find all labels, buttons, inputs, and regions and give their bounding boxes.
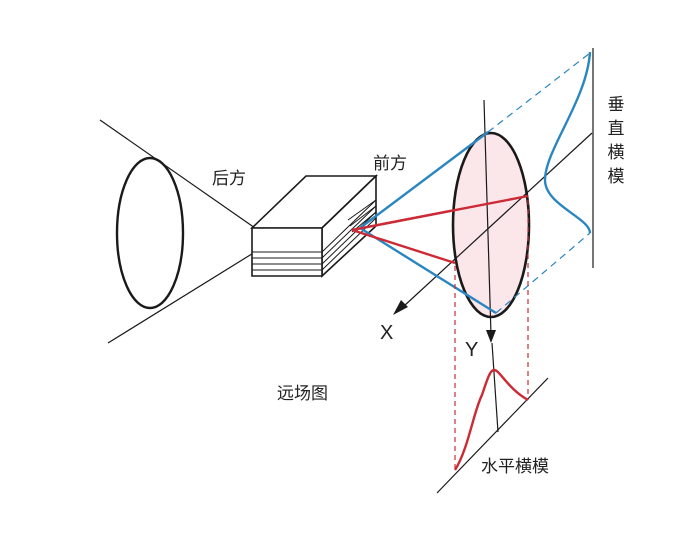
y-axis-label: Y bbox=[465, 339, 479, 361]
y-axis-arrow bbox=[486, 330, 496, 343]
vertical-mode-screen bbox=[543, 48, 594, 268]
red-beam-middle bbox=[351, 194, 529, 232]
red-beam-lower bbox=[351, 228, 456, 265]
rear-cone-lower-line bbox=[107, 251, 256, 344]
rear-beam bbox=[99, 119, 256, 344]
horizontal-screen-line bbox=[436, 377, 549, 494]
vertical-mode-profile bbox=[543, 51, 592, 234]
front-beam-red bbox=[351, 194, 529, 265]
horizontal-mode-label: 水平横模 bbox=[481, 457, 549, 477]
far-field-label: 远场图 bbox=[277, 384, 328, 404]
rear-cone-upper-line bbox=[99, 119, 256, 229]
y-axis-lower-line bbox=[491, 342, 499, 433]
vertical-mode-label: 垂直横模 bbox=[607, 95, 625, 187]
x-axis-arrow bbox=[393, 300, 408, 315]
beam-upper-edge bbox=[359, 131, 489, 229]
vertical-projection-lines bbox=[487, 52, 591, 314]
far-field-spot bbox=[451, 131, 531, 319]
x-axis-line bbox=[403, 132, 593, 307]
front-label: 前方 bbox=[373, 154, 407, 174]
x-axis-label: X bbox=[380, 322, 394, 344]
beam-lower-edge bbox=[359, 226, 497, 315]
rear-label: 后方 bbox=[212, 169, 246, 189]
front-beam-blue bbox=[359, 131, 497, 315]
rear-beam-spot bbox=[115, 156, 185, 310]
laser-chip bbox=[250, 174, 378, 278]
horizontal-projection-lines bbox=[454, 200, 529, 470]
y-axis-line bbox=[483, 99, 492, 336]
horizontal-mode-screen bbox=[436, 368, 549, 494]
chip-layers bbox=[252, 199, 377, 271]
horizontal-mode-profile bbox=[453, 368, 529, 471]
axes bbox=[393, 99, 593, 433]
